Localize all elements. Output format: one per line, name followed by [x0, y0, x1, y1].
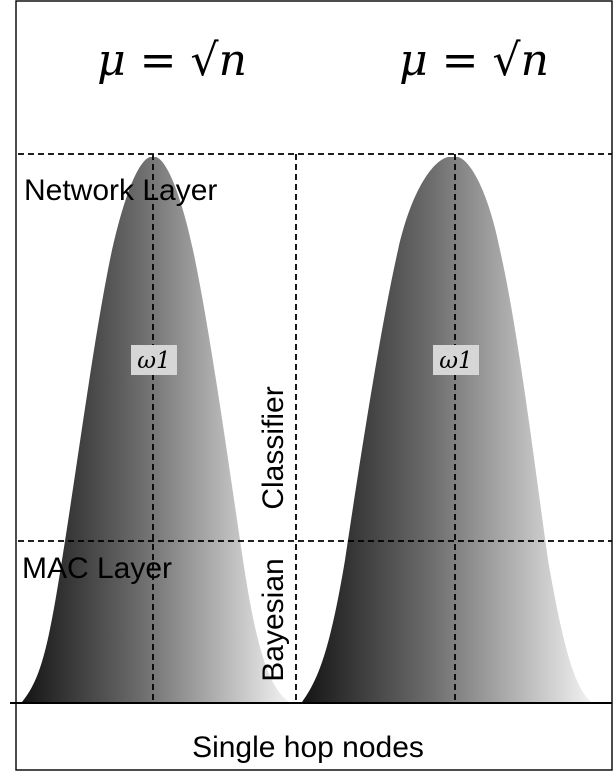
- mac-layer-label: MAC Layer: [22, 552, 172, 585]
- marker-left: ω1: [137, 348, 170, 374]
- footer-label: Single hop nodes: [192, 731, 424, 764]
- peak-left: [22, 157, 290, 702]
- classifier-label: Classifier: [257, 386, 290, 509]
- figure-frame: [15, 0, 613, 771]
- formula-left: μ = √n: [97, 35, 247, 86]
- peak-right: [302, 157, 592, 702]
- marker-left-box: [131, 345, 177, 375]
- formula-right: μ = √n: [399, 35, 549, 86]
- network-layer-label: Network Layer: [24, 174, 217, 207]
- marker-right: ω1: [439, 348, 472, 374]
- marker-right-box: [433, 345, 479, 375]
- bayesian-label: Bayesian: [257, 558, 290, 681]
